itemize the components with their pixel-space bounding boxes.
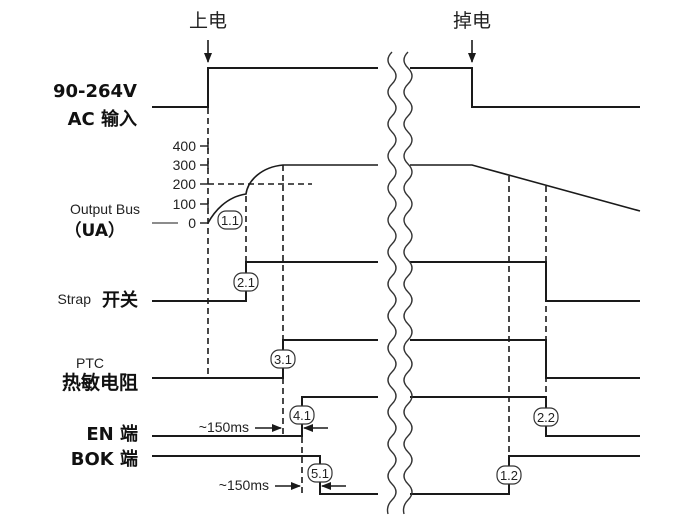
strap-wave-right bbox=[410, 261, 640, 302]
strap-wave-left bbox=[152, 261, 378, 302]
bus-label-unit: （UA） bbox=[65, 220, 125, 241]
ac-wave-right bbox=[410, 67, 640, 108]
marker-3-1: 3.1 bbox=[274, 352, 292, 367]
ac-label-input: AC 输入 bbox=[68, 108, 137, 130]
ptc-wave-left bbox=[152, 339, 378, 379]
bok-wave-right bbox=[410, 455, 640, 495]
marker-2-1-badge bbox=[233, 272, 259, 292]
bus-wave-right bbox=[410, 164, 641, 212]
en-delay-label: ~150ms bbox=[199, 419, 249, 435]
tick-0: 0 bbox=[188, 215, 196, 231]
time-break-icon bbox=[386, 51, 413, 515]
marker-2-1: 2.1 bbox=[237, 275, 255, 290]
marker-1-2: 1.2 bbox=[500, 468, 518, 483]
tick-100: 100 bbox=[173, 196, 197, 212]
en-label: EN 端 bbox=[86, 424, 138, 445]
bus-axis: 400 300 200 100 0 bbox=[152, 138, 209, 231]
en-delay-annotation: ~150ms bbox=[199, 419, 328, 435]
bok-label: BOK 端 bbox=[71, 449, 138, 470]
bus-wave-left bbox=[207, 164, 378, 224]
tick-200: 200 bbox=[173, 176, 197, 192]
ptc-label-en: PTC bbox=[76, 355, 104, 371]
power-off-label: 掉电 bbox=[453, 10, 491, 32]
bus-label: Output Bus bbox=[70, 201, 140, 217]
bok-delay-label: ~150ms bbox=[219, 477, 269, 493]
marker-4-1: 4.1 bbox=[293, 408, 311, 423]
marker-5-1: 5.1 bbox=[311, 466, 329, 481]
marker-1-1: 1.1 bbox=[221, 213, 239, 228]
power-on-label: 上电 bbox=[189, 10, 227, 32]
strap-label-cn: 开关 bbox=[102, 289, 138, 311]
marker-2-2: 2.2 bbox=[537, 410, 555, 425]
marker-4-1-badge bbox=[289, 405, 315, 425]
marker-2-2-badge bbox=[533, 407, 559, 427]
marker-3-1-badge bbox=[270, 349, 296, 369]
marker-5-1-badge bbox=[307, 463, 333, 483]
marker-1-1-badge bbox=[217, 210, 243, 230]
sequence-markers bbox=[217, 210, 559, 485]
guide-lines bbox=[207, 108, 547, 494]
bok-delay-annotation: ~150ms bbox=[219, 477, 346, 493]
ac-wave-left bbox=[152, 67, 378, 108]
tick-400: 400 bbox=[173, 138, 197, 154]
ac-label-voltage: 90-264V bbox=[53, 81, 137, 102]
ptc-wave-right bbox=[410, 339, 640, 379]
tick-300: 300 bbox=[173, 157, 197, 173]
en-wave-left bbox=[152, 396, 378, 437]
strap-label-en: Strap bbox=[58, 291, 92, 307]
ptc-label-cn: 热敏电阻 bbox=[62, 371, 138, 394]
marker-1-2-badge bbox=[496, 465, 522, 485]
en-wave-right bbox=[410, 396, 640, 437]
